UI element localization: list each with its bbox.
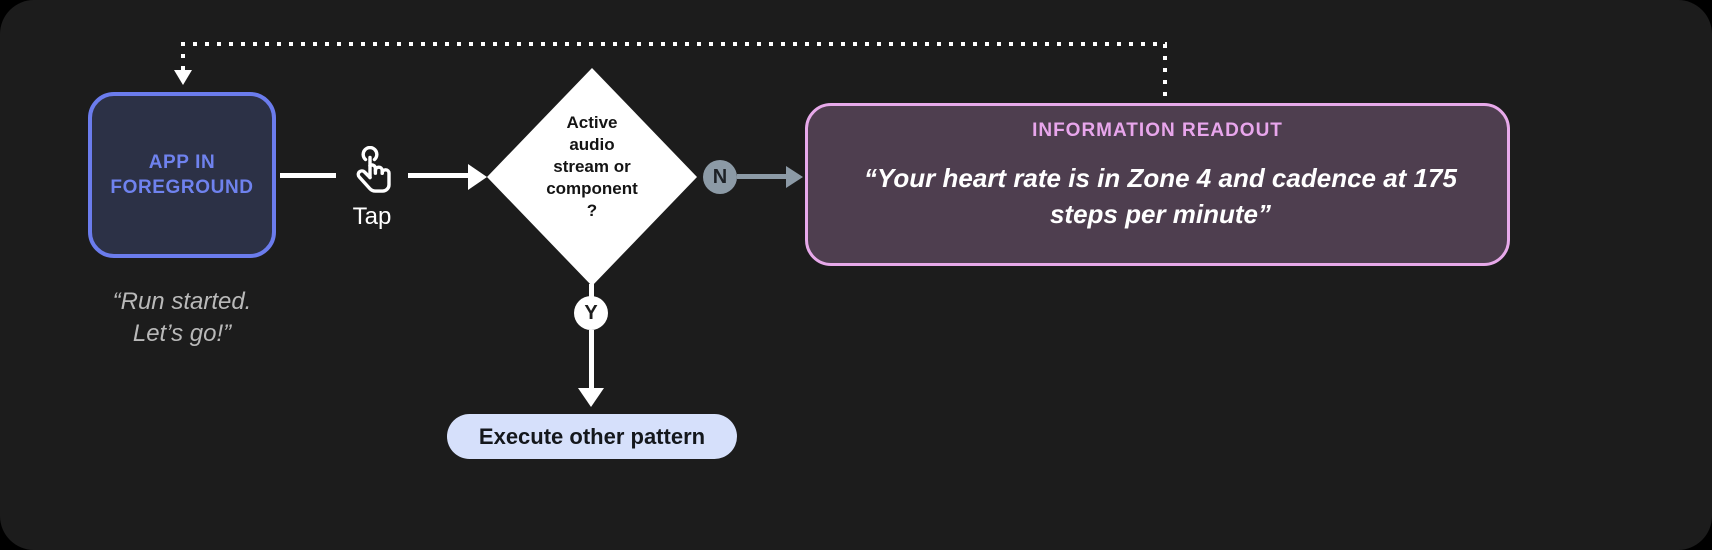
- node-execute-other-pattern-label: Execute other pattern: [478, 423, 706, 449]
- connector-yes-to-pattern: [589, 330, 594, 392]
- feedback-dotted-segment-left-vertical: [181, 42, 185, 74]
- branch-badge-yes-label: Y: [584, 301, 598, 324]
- connector-yes-arrow-icon: [578, 388, 604, 407]
- connector-no-to-readout: [737, 174, 789, 179]
- node-app-in-foreground-caption: “Run started.Let’s go!”: [112, 288, 252, 347]
- connector-app-to-tap: [280, 173, 336, 178]
- branch-badge-no: N: [703, 160, 737, 194]
- node-information-readout-quote: “Your heart rate is in Zone 4 and cadenc…: [864, 163, 1457, 229]
- feedback-arrow-icon: [174, 70, 192, 85]
- connector-decision-to-yes: [589, 284, 594, 302]
- tap-hand-icon: [356, 146, 391, 193]
- connector-no-arrow-icon: [786, 166, 803, 188]
- feedback-dotted-segment-right-vertical: [1163, 44, 1167, 106]
- node-information-readout[interactable]: INFORMATION READOUT “Your heart rate is …: [805, 103, 1510, 266]
- interaction-tap[interactable]: Tap: [336, 146, 408, 230]
- feedback-dotted-segment-horizontal: [181, 42, 1167, 46]
- connector-tap-to-decision-arrow-icon: [468, 164, 487, 190]
- branch-badge-yes: Y: [574, 296, 608, 330]
- branch-badge-no-label: N: [712, 165, 728, 188]
- connector-tap-to-decision: [408, 173, 470, 178]
- node-execute-other-pattern[interactable]: Execute other pattern: [447, 414, 737, 459]
- node-information-readout-title: INFORMATION READOUT: [1032, 120, 1283, 141]
- interaction-tap-label: Tap: [352, 203, 392, 230]
